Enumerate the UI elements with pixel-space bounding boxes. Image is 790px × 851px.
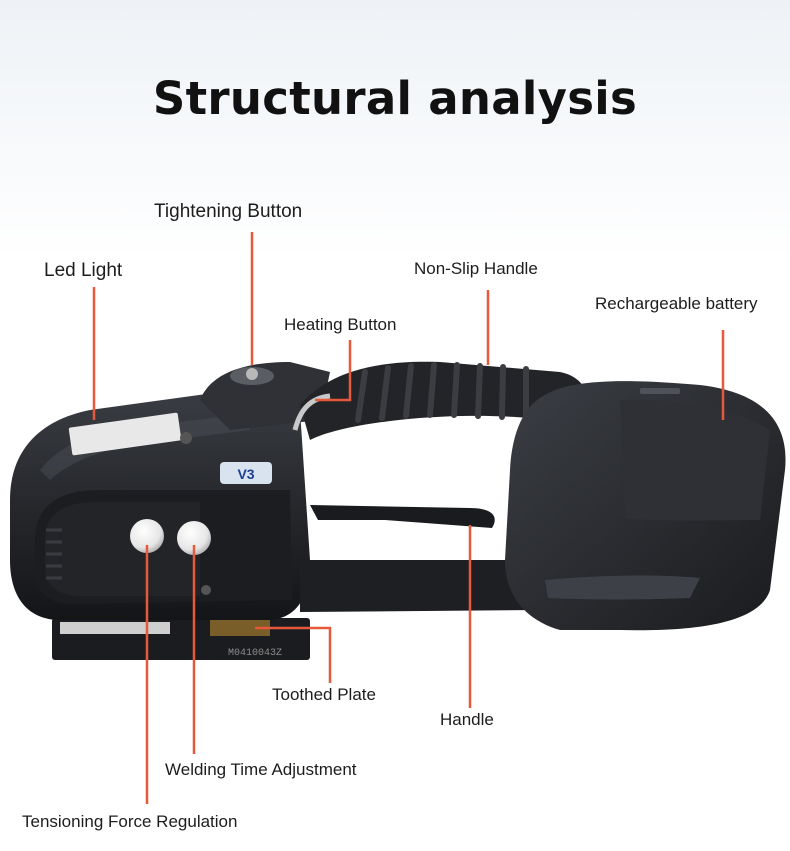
label-toothed-plate: Toothed Plate xyxy=(272,685,376,704)
leader-heating-button xyxy=(315,340,352,402)
top-housing xyxy=(200,362,330,430)
label-welding-time-adjustment: Welding Time Adjustment xyxy=(165,760,357,779)
label-non-slip-handle: Non-Slip Handle xyxy=(414,259,538,278)
background-glow xyxy=(0,0,790,260)
battery-pack xyxy=(505,381,786,631)
tensioning-force-knob xyxy=(130,519,164,553)
tool-head xyxy=(10,388,327,620)
welding-time-knob xyxy=(177,521,211,555)
label-heating-button: Heating Button xyxy=(284,315,397,334)
label-handle: Handle xyxy=(440,710,494,729)
svg-text:V3: V3 xyxy=(237,466,254,482)
base-plate xyxy=(52,618,310,660)
lower-lever xyxy=(310,505,495,528)
adjustment-knobs xyxy=(130,519,211,555)
label-rechargeable-battery: Rechargeable battery xyxy=(595,294,758,313)
heating-button-lever xyxy=(292,393,331,431)
toothed-plate-teeth xyxy=(210,620,270,636)
page-title: Structural analysis xyxy=(152,72,638,125)
serial-number: M0410043Z xyxy=(228,648,282,659)
brand-logo: V3 xyxy=(220,462,272,484)
non-slip-handle xyxy=(300,361,587,440)
label-tightening-button: Tightening Button xyxy=(154,201,303,222)
lower-handle-bar xyxy=(300,560,540,612)
leader-toothed-plate xyxy=(255,626,332,683)
label-led-light: Led Light xyxy=(44,260,123,281)
leader-lines xyxy=(92,232,725,804)
label-tensioning-force-regulation: Tensioning Force Regulation xyxy=(22,812,238,831)
